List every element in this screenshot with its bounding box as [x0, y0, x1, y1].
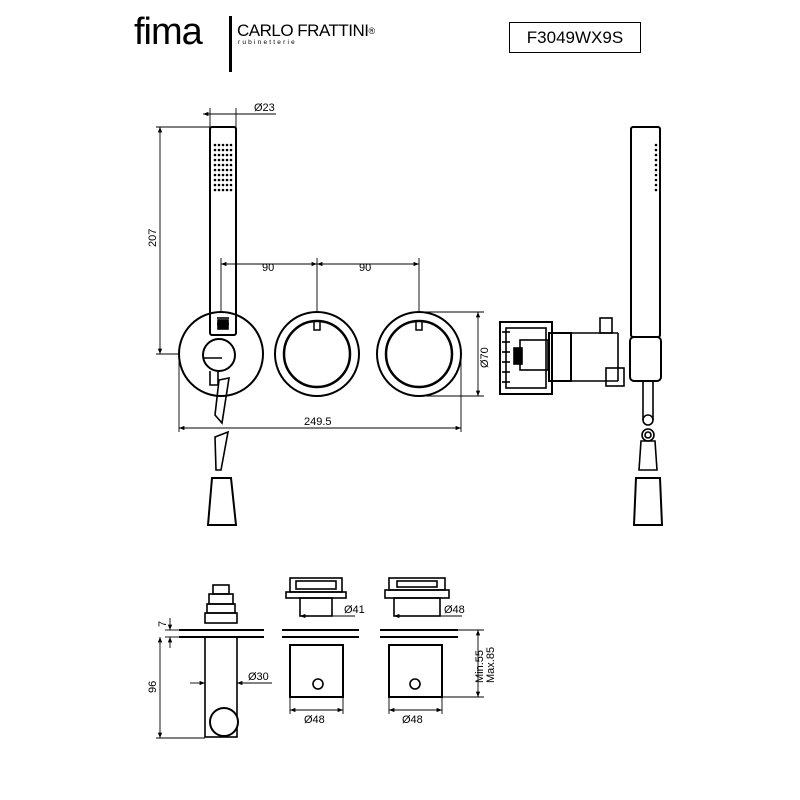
- brand-logo-carlo-frattini: CARLO FRATTINI®: [237, 21, 375, 41]
- spray-nozzles: [213, 143, 233, 192]
- dim-spacing-left: 90: [262, 262, 274, 274]
- valve-knob-1-front: [274, 311, 360, 397]
- product-code: F3049WX9S: [526, 28, 624, 47]
- outlet-section-labels: 7 96 Ø30: [147, 621, 269, 693]
- brand-logo-fima: fima: [134, 11, 203, 53]
- valve-section-1-dimensions: [289, 613, 355, 714]
- outlet-section-view: [179, 584, 264, 738]
- valve-section-2-labels: Ø48 Ø48 Min.55 Max.85: [402, 604, 497, 726]
- side-view: [499, 126, 664, 526]
- valve-section-view-2: [380, 577, 458, 698]
- valve-knob-2-front: [376, 311, 462, 397]
- brand-name: CARLO FRATTINI: [237, 21, 369, 40]
- brand-tagline: rubinetterie: [238, 39, 297, 46]
- dim-handshower-diameter: Ø23: [254, 102, 275, 114]
- valve-section-view-1: [282, 577, 359, 698]
- hand-shower-side: [629, 126, 662, 426]
- dim-wall-min: Min.55: [474, 650, 486, 683]
- front-view: [178, 126, 462, 526]
- hose-fitting-front: [214, 376, 230, 425]
- front-dimension-labels: Ø23 207 90 90 Ø70 249.5: [147, 102, 491, 428]
- hose-piece-side: [632, 428, 664, 526]
- brand-divider: [229, 16, 232, 72]
- dim-plate-depth: 7: [157, 621, 169, 627]
- title-block: fima CARLO FRATTINI® rubinetterie F3049W…: [0, 0, 800, 72]
- valve-section-1-labels: Ø41 Ø48: [304, 604, 365, 726]
- front-dimensions: [156, 108, 484, 432]
- outlet-section-dimensions: [156, 618, 272, 739]
- valve-body-side: [499, 317, 625, 395]
- hose-piece-front: [206, 430, 238, 526]
- dim-valve2-body-diameter: Ø48: [402, 714, 423, 726]
- dim-outlet-diameter: Ø30: [248, 671, 269, 683]
- dim-valve1-body-diameter: Ø48: [304, 714, 325, 726]
- dim-collar-diameter: Ø41: [344, 604, 365, 616]
- dim-handshower-height: 207: [147, 229, 159, 247]
- dim-outlet-depth: 96: [147, 681, 159, 693]
- dim-spacing-right: 90: [359, 262, 371, 274]
- registered-mark: ®: [368, 26, 376, 36]
- hand-shower-front: [209, 126, 237, 336]
- product-code-box: F3049WX9S: [509, 22, 641, 53]
- dim-total-width: 249.5: [304, 416, 332, 428]
- dim-plate-diameter: Ø70: [479, 347, 491, 368]
- dim-wall-max: Max.85: [485, 647, 497, 683]
- outlet-connector-front: [202, 338, 236, 372]
- dim-valve2-knob-diameter: Ø48: [444, 604, 465, 616]
- valve-section-2-dimensions: [388, 613, 484, 714]
- spray-nozzles-side: [654, 143, 658, 192]
